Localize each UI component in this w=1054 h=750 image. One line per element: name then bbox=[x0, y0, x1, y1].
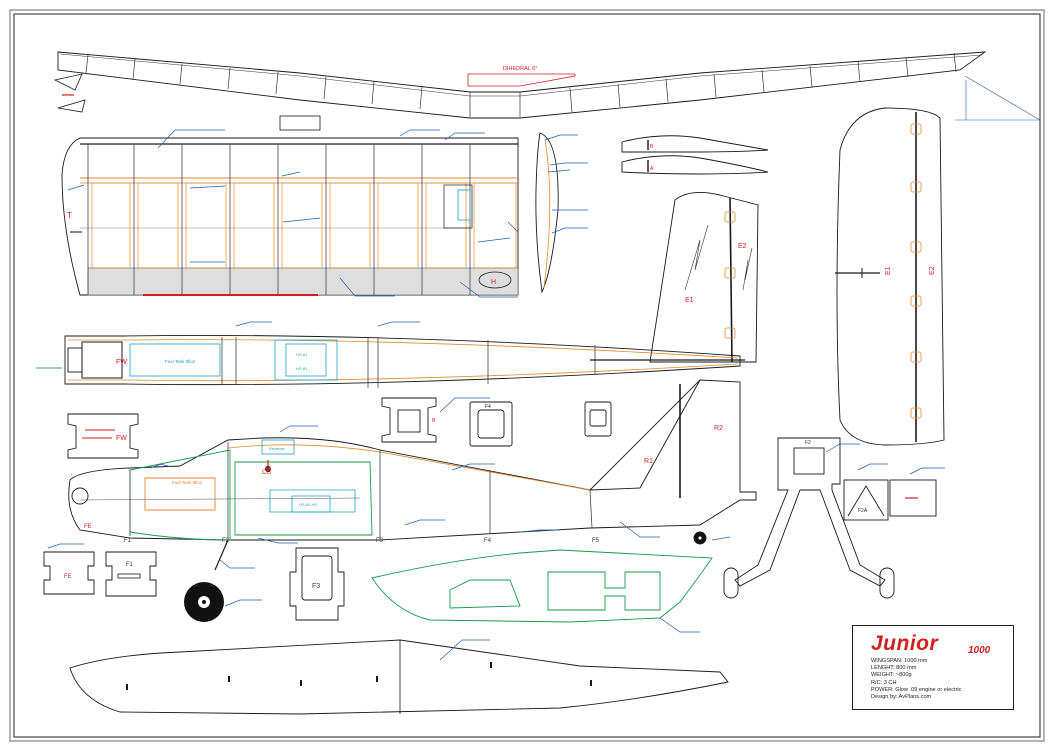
bottom-fuselage-sheet bbox=[69, 639, 729, 715]
callouts-fuselage bbox=[149, 425, 731, 544]
spec-length: LENGHT: 800 mm bbox=[871, 665, 917, 672]
rib-b-label: B bbox=[650, 144, 654, 150]
fw-part-label: FW bbox=[116, 435, 127, 442]
servo-top2-label: HS-81 bbox=[296, 366, 308, 371]
f2a-part-label: F2A bbox=[858, 508, 868, 514]
fin-e1-label: E1 bbox=[685, 297, 694, 304]
fin-e2-label: E2 bbox=[738, 243, 747, 250]
spec-weight: WEIGHT: ~800g bbox=[871, 672, 912, 679]
title-block: Junior 1000 WINGSPAN: 1000 mm LENGHT: 80… bbox=[852, 625, 1014, 710]
f1-part-label: F1 bbox=[126, 562, 134, 568]
f2a-part bbox=[825, 443, 945, 521]
fuselage-side-sheet bbox=[371, 549, 713, 633]
wing-t-label: T bbox=[67, 211, 72, 220]
elevator-e1-label: E1 bbox=[885, 266, 892, 275]
station-f1: F1 bbox=[124, 538, 132, 544]
rudder-r2-label: R2 bbox=[714, 425, 723, 432]
wing-h-label: H bbox=[491, 279, 496, 286]
fin-top-view bbox=[649, 191, 759, 363]
elevator-e2-label: E2 bbox=[929, 266, 936, 275]
wing-top-view bbox=[61, 115, 519, 296]
plan-specs: WINGSPAN: 1000 mm LENGHT: 800 mm WEIGHT:… bbox=[871, 658, 961, 701]
servo-side-label: HS-81 HS bbox=[299, 502, 317, 507]
landing-gear bbox=[723, 437, 895, 599]
fuselage-top-view bbox=[36, 321, 745, 388]
rib-a-label: A bbox=[650, 166, 654, 172]
fuel-tank-side-label: Fuel Tank 8floz bbox=[172, 480, 203, 485]
elevator-view bbox=[835, 107, 945, 446]
part-b-label: B bbox=[432, 418, 436, 424]
wing-rib-view bbox=[535, 132, 588, 294]
former-parts bbox=[381, 397, 612, 447]
f3-part bbox=[289, 547, 345, 621]
cg-label: CG bbox=[262, 470, 271, 476]
callouts-wing bbox=[67, 129, 519, 298]
servo-top-label: HS-81 bbox=[296, 352, 308, 357]
station-fe: FE bbox=[84, 524, 92, 530]
inner-frame bbox=[13, 13, 1041, 738]
fe-part-label: FE bbox=[64, 574, 72, 580]
outer-frame bbox=[9, 9, 1045, 742]
airfoil-ribs bbox=[621, 135, 769, 175]
f2-part-label: F2 bbox=[805, 440, 811, 446]
main-wheel bbox=[184, 559, 262, 622]
spec-designer: Design by: AvPlans.com bbox=[871, 694, 932, 701]
receiver-label: Receiver bbox=[269, 446, 285, 451]
f3-part-label: F3 bbox=[312, 583, 320, 590]
spec-power: POWER: Glow .09 engine or electric bbox=[871, 686, 962, 693]
f4-part-label: F4 bbox=[485, 404, 491, 410]
spec-rc: R/C: 3 CH bbox=[871, 679, 897, 686]
station-f4: F4 bbox=[484, 538, 492, 544]
fuselage-side-view bbox=[68, 379, 757, 571]
fw-top-label: FW bbox=[116, 359, 127, 366]
spec-wingspan: WINGSPAN: 1000 mm bbox=[871, 658, 928, 664]
firewall-part bbox=[67, 413, 139, 459]
gusset-triangles bbox=[53, 73, 86, 113]
rudder-r1-label: R1 bbox=[644, 458, 653, 465]
station-f2: F2 bbox=[222, 538, 230, 544]
plan-title: Junior bbox=[871, 632, 939, 655]
fe-f1-parts bbox=[43, 543, 157, 597]
wing-front-view bbox=[57, 51, 1041, 121]
station-f3: F3 bbox=[376, 538, 384, 544]
plan-title-suffix: 1000 bbox=[968, 645, 991, 656]
fuel-tank-top-label: Fuel Tank 8floz bbox=[165, 359, 196, 364]
dihedral-label: DIHEDRAL 6° bbox=[503, 66, 537, 72]
station-f5: F5 bbox=[592, 538, 600, 544]
